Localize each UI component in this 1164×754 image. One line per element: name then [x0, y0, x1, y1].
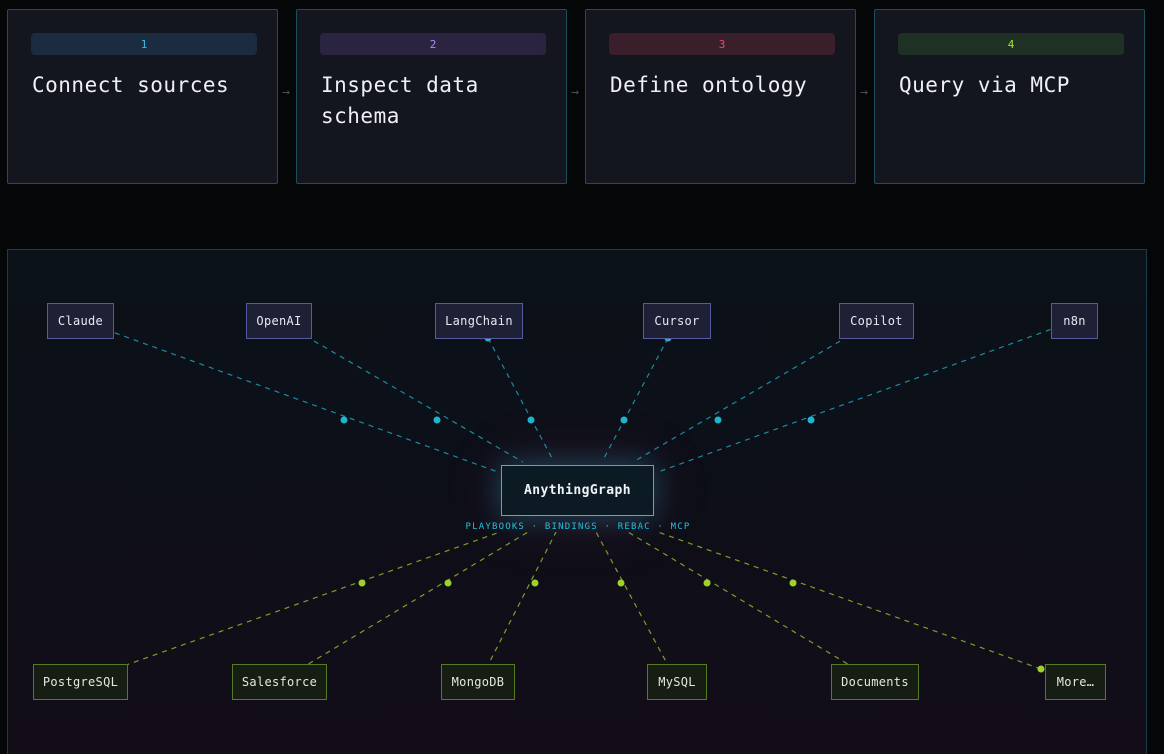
- source-node-postgresql[interactable]: PostgreSQL: [33, 664, 128, 700]
- client-edge-2: [487, 337, 554, 461]
- step-title: Inspect data schema: [321, 73, 479, 128]
- client-edge-pulse: [527, 416, 535, 424]
- client-node-claude[interactable]: Claude: [47, 303, 114, 339]
- architecture-diagram: Claude OpenAI LangChain Cursor Copilot n…: [7, 249, 1147, 754]
- client-edge-4: [632, 325, 867, 463]
- source-edge-3: [595, 531, 671, 670]
- client-edge-pulse: [620, 416, 628, 424]
- source-edge-1: [299, 531, 529, 670]
- source-edge-pulse: [789, 579, 797, 587]
- step-number-badge: 1: [31, 33, 257, 55]
- source-edge-pulse: [358, 579, 366, 587]
- hub-subtitle: PLAYBOOKS · BINDINGS · REBAC · MCP: [465, 522, 691, 532]
- source-edge-4: [627, 531, 857, 670]
- source-node-mysql[interactable]: MySQL: [647, 664, 707, 700]
- step-card-connect-sources: 1 Connect sources: [7, 9, 278, 184]
- step-card-query-mcp: 4 Query via MCP: [874, 9, 1145, 184]
- client-edge-pulse: [433, 416, 441, 424]
- source-edge-5: [657, 531, 1042, 670]
- source-edge-0: [114, 531, 501, 670]
- step-card-inspect-schema: 2 Inspect data schema: [296, 9, 567, 184]
- step-number-badge: 3: [609, 33, 835, 55]
- hub-node-anythinggraph[interactable]: AnythingGraph: [501, 465, 654, 516]
- client-node-openai[interactable]: OpenAI: [246, 303, 312, 339]
- client-edge-5: [657, 325, 1061, 473]
- arrow-right-icon: →: [282, 85, 290, 100]
- source-edge-2: [485, 531, 557, 670]
- client-node-cursor[interactable]: Cursor: [643, 303, 711, 339]
- client-edge-pulse: [714, 416, 722, 424]
- source-node-documents[interactable]: Documents: [831, 664, 919, 700]
- source-edge-pulse: [617, 579, 625, 587]
- source-node-more[interactable]: More…: [1045, 664, 1106, 700]
- step-number-badge: 2: [320, 33, 546, 55]
- client-edge-pulse: [807, 416, 815, 424]
- source-edge-pulse: [703, 579, 711, 587]
- step-title: Define ontology: [610, 73, 808, 97]
- client-edge-0: [95, 325, 499, 473]
- step-number-badge: 4: [898, 33, 1124, 55]
- source-node-mongodb[interactable]: MongoDB: [441, 664, 515, 700]
- client-node-langchain[interactable]: LangChain: [435, 303, 523, 339]
- source-edge-pulse: [444, 579, 452, 587]
- client-node-copilot[interactable]: Copilot: [839, 303, 914, 339]
- source-edge-endpoint: [1037, 665, 1045, 673]
- client-node-n8n[interactable]: n8n: [1051, 303, 1098, 339]
- step-card-define-ontology: 3 Define ontology: [585, 9, 856, 184]
- client-edge-pulse: [340, 416, 348, 424]
- arrow-right-icon: →: [571, 85, 579, 100]
- step-title: Connect sources: [32, 73, 230, 97]
- step-title: Query via MCP: [899, 73, 1070, 97]
- client-edge-1: [287, 325, 524, 463]
- arrow-right-icon: →: [860, 85, 868, 100]
- client-edge-3: [602, 337, 669, 461]
- source-node-salesforce[interactable]: Salesforce: [232, 664, 327, 700]
- source-edge-pulse: [531, 579, 539, 587]
